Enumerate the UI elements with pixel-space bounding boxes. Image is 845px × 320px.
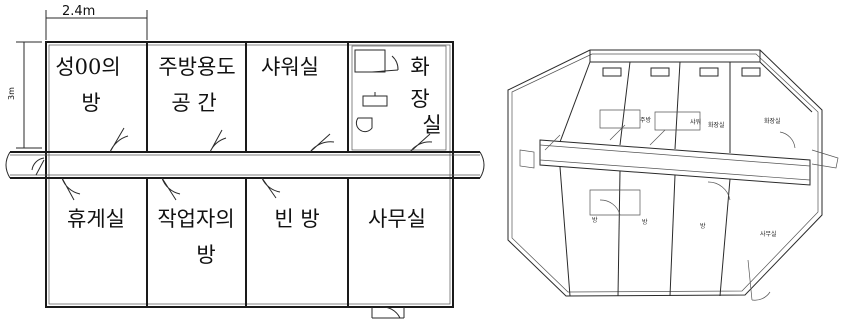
toilet-stall bbox=[354, 49, 386, 73]
room-seong00: 성00의 방 bbox=[55, 55, 120, 115]
model-label: 방 bbox=[700, 222, 706, 230]
floor-plan-2d: 2.4m 3m bbox=[5, 4, 485, 319]
room-label: 휴게실 bbox=[67, 207, 125, 231]
sink bbox=[362, 95, 388, 107]
room-label: 장 bbox=[410, 87, 429, 111]
room-label: 샤워실 bbox=[261, 55, 319, 79]
model-outer-shell bbox=[507, 49, 823, 297]
skylight bbox=[650, 67, 670, 77]
room-label: 주방용도 bbox=[158, 55, 235, 79]
room-kitchen: 주방용도 공 간 bbox=[158, 55, 235, 115]
room-label: 공 간 bbox=[171, 91, 216, 115]
room-label: 방 bbox=[196, 243, 215, 267]
doors-bottom bbox=[31, 157, 405, 319]
model-label: 주방 bbox=[640, 116, 652, 124]
skylight bbox=[602, 67, 622, 77]
top-dimension: 2.4m bbox=[45, 4, 148, 40]
top-dimension-label: 2.4m bbox=[62, 4, 95, 19]
room-toilet: 화 장 실 bbox=[410, 55, 441, 137]
side-dimension-label: 3m bbox=[7, 87, 16, 100]
model-label: 사무실 bbox=[760, 230, 777, 238]
room-label: 빈 방 bbox=[274, 207, 319, 231]
room-worker: 작업자의 방 bbox=[157, 207, 234, 267]
model-3d: 주방 샤워 화장실 화장실 방 방 방 사무실 bbox=[507, 49, 839, 301]
room-label: 성00의 bbox=[55, 55, 120, 79]
model-corridor bbox=[539, 139, 811, 186]
doors-top bbox=[109, 127, 433, 153]
room-office: 사무실 bbox=[368, 207, 426, 231]
toilet-bowl bbox=[355, 117, 373, 133]
room-label: 작업자의 bbox=[157, 207, 234, 231]
room-label: 사무실 bbox=[368, 207, 426, 231]
room-lounge: 휴게실 bbox=[67, 207, 125, 231]
toilet-fixtures bbox=[351, 45, 447, 151]
side-dimension: 3m bbox=[7, 41, 42, 149]
room-label: 방 bbox=[81, 91, 100, 115]
room-shower: 샤워실 bbox=[261, 55, 319, 79]
model-label: 화장실 bbox=[764, 117, 781, 125]
room-label: 실 bbox=[422, 113, 441, 137]
skylight bbox=[741, 67, 761, 77]
skylight bbox=[699, 67, 719, 77]
model-label: 화장실 bbox=[708, 121, 725, 129]
corridor bbox=[5, 151, 485, 179]
model-label: 방 bbox=[592, 216, 598, 224]
model-label: 샤워 bbox=[690, 118, 701, 126]
room-label: 화 bbox=[410, 55, 429, 79]
room-empty: 빈 방 bbox=[274, 207, 319, 231]
outer-wall bbox=[45, 41, 454, 308]
model-label: 방 bbox=[642, 218, 648, 226]
